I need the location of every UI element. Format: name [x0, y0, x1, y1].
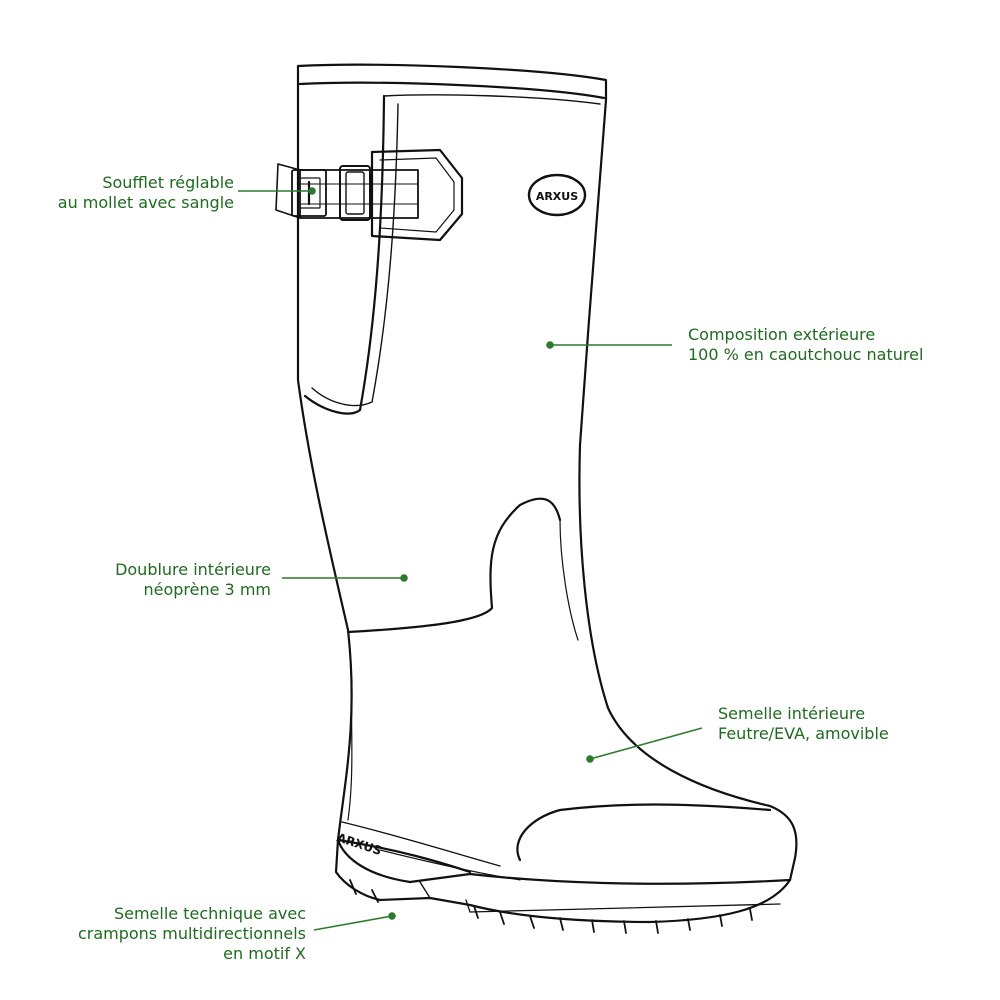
- callout-semelle-technique-line2: crampons multidirectionnels: [77, 924, 306, 943]
- boot-top-rim-inner: [383, 94, 601, 105]
- boot-outline: [296, 63, 798, 885]
- callout-semelle-interieure-line1: Semelle intérieure: [718, 704, 866, 723]
- leader-dot-semelle-technique: [388, 912, 396, 920]
- buckle-icon: [291, 165, 371, 221]
- boot-top-rim: [298, 81, 606, 100]
- callout-composition-line2: 100 % en caoutchouc naturel: [688, 345, 924, 364]
- strap-tab-inner: [379, 157, 455, 233]
- leader-semelle-technique: [313, 915, 393, 931]
- leader-dot-composition: [546, 341, 554, 349]
- leader-semelle-interieure: [589, 727, 703, 760]
- strap-band: [299, 169, 419, 219]
- toe-cap: [516, 803, 772, 862]
- callout-semelle-interieure-line2: Feutre/EVA, amovible: [718, 724, 889, 743]
- callout-doublure: Doublure intérieure néoprène 3 mm: [115, 560, 271, 600]
- callout-doublure-line1: Doublure intérieure: [115, 560, 271, 579]
- callout-composition: Composition extérieure 100 % en caoutcho…: [688, 325, 923, 365]
- outsole: [334, 838, 792, 924]
- callout-doublure-line2: néoprène 3 mm: [143, 580, 271, 599]
- callout-semelle-technique: Semelle technique avec crampons multidir…: [78, 904, 306, 964]
- callout-soufflet-line2: au mollet avec sangle: [57, 193, 234, 212]
- sole-logo-text: ARXUS: [335, 830, 383, 858]
- callout-soufflet: Soufflet réglable au mollet avec sangle: [58, 173, 234, 213]
- leader-dot-soufflet: [308, 187, 316, 195]
- gusset-outer: [303, 94, 386, 415]
- brand-badge: [527, 173, 587, 217]
- callout-composition-line1: Composition extérieure: [688, 325, 876, 344]
- callout-semelle-interieure: Semelle intérieure Feutre/EVA, amovible: [718, 704, 889, 744]
- leader-dot-doublure: [400, 574, 408, 582]
- strap-tab: [370, 148, 464, 242]
- callout-semelle-technique-line1: Semelle technique avec: [113, 904, 306, 923]
- brand-badge-text: ARXUS: [536, 190, 578, 203]
- lining-panel-curve: [346, 497, 562, 634]
- callout-soufflet-line1: Soufflet réglable: [102, 173, 234, 192]
- callout-semelle-technique-line3: en motif X: [223, 944, 306, 963]
- gusset-inner: [311, 103, 399, 407]
- leader-dot-semelle-interieure: [586, 755, 594, 763]
